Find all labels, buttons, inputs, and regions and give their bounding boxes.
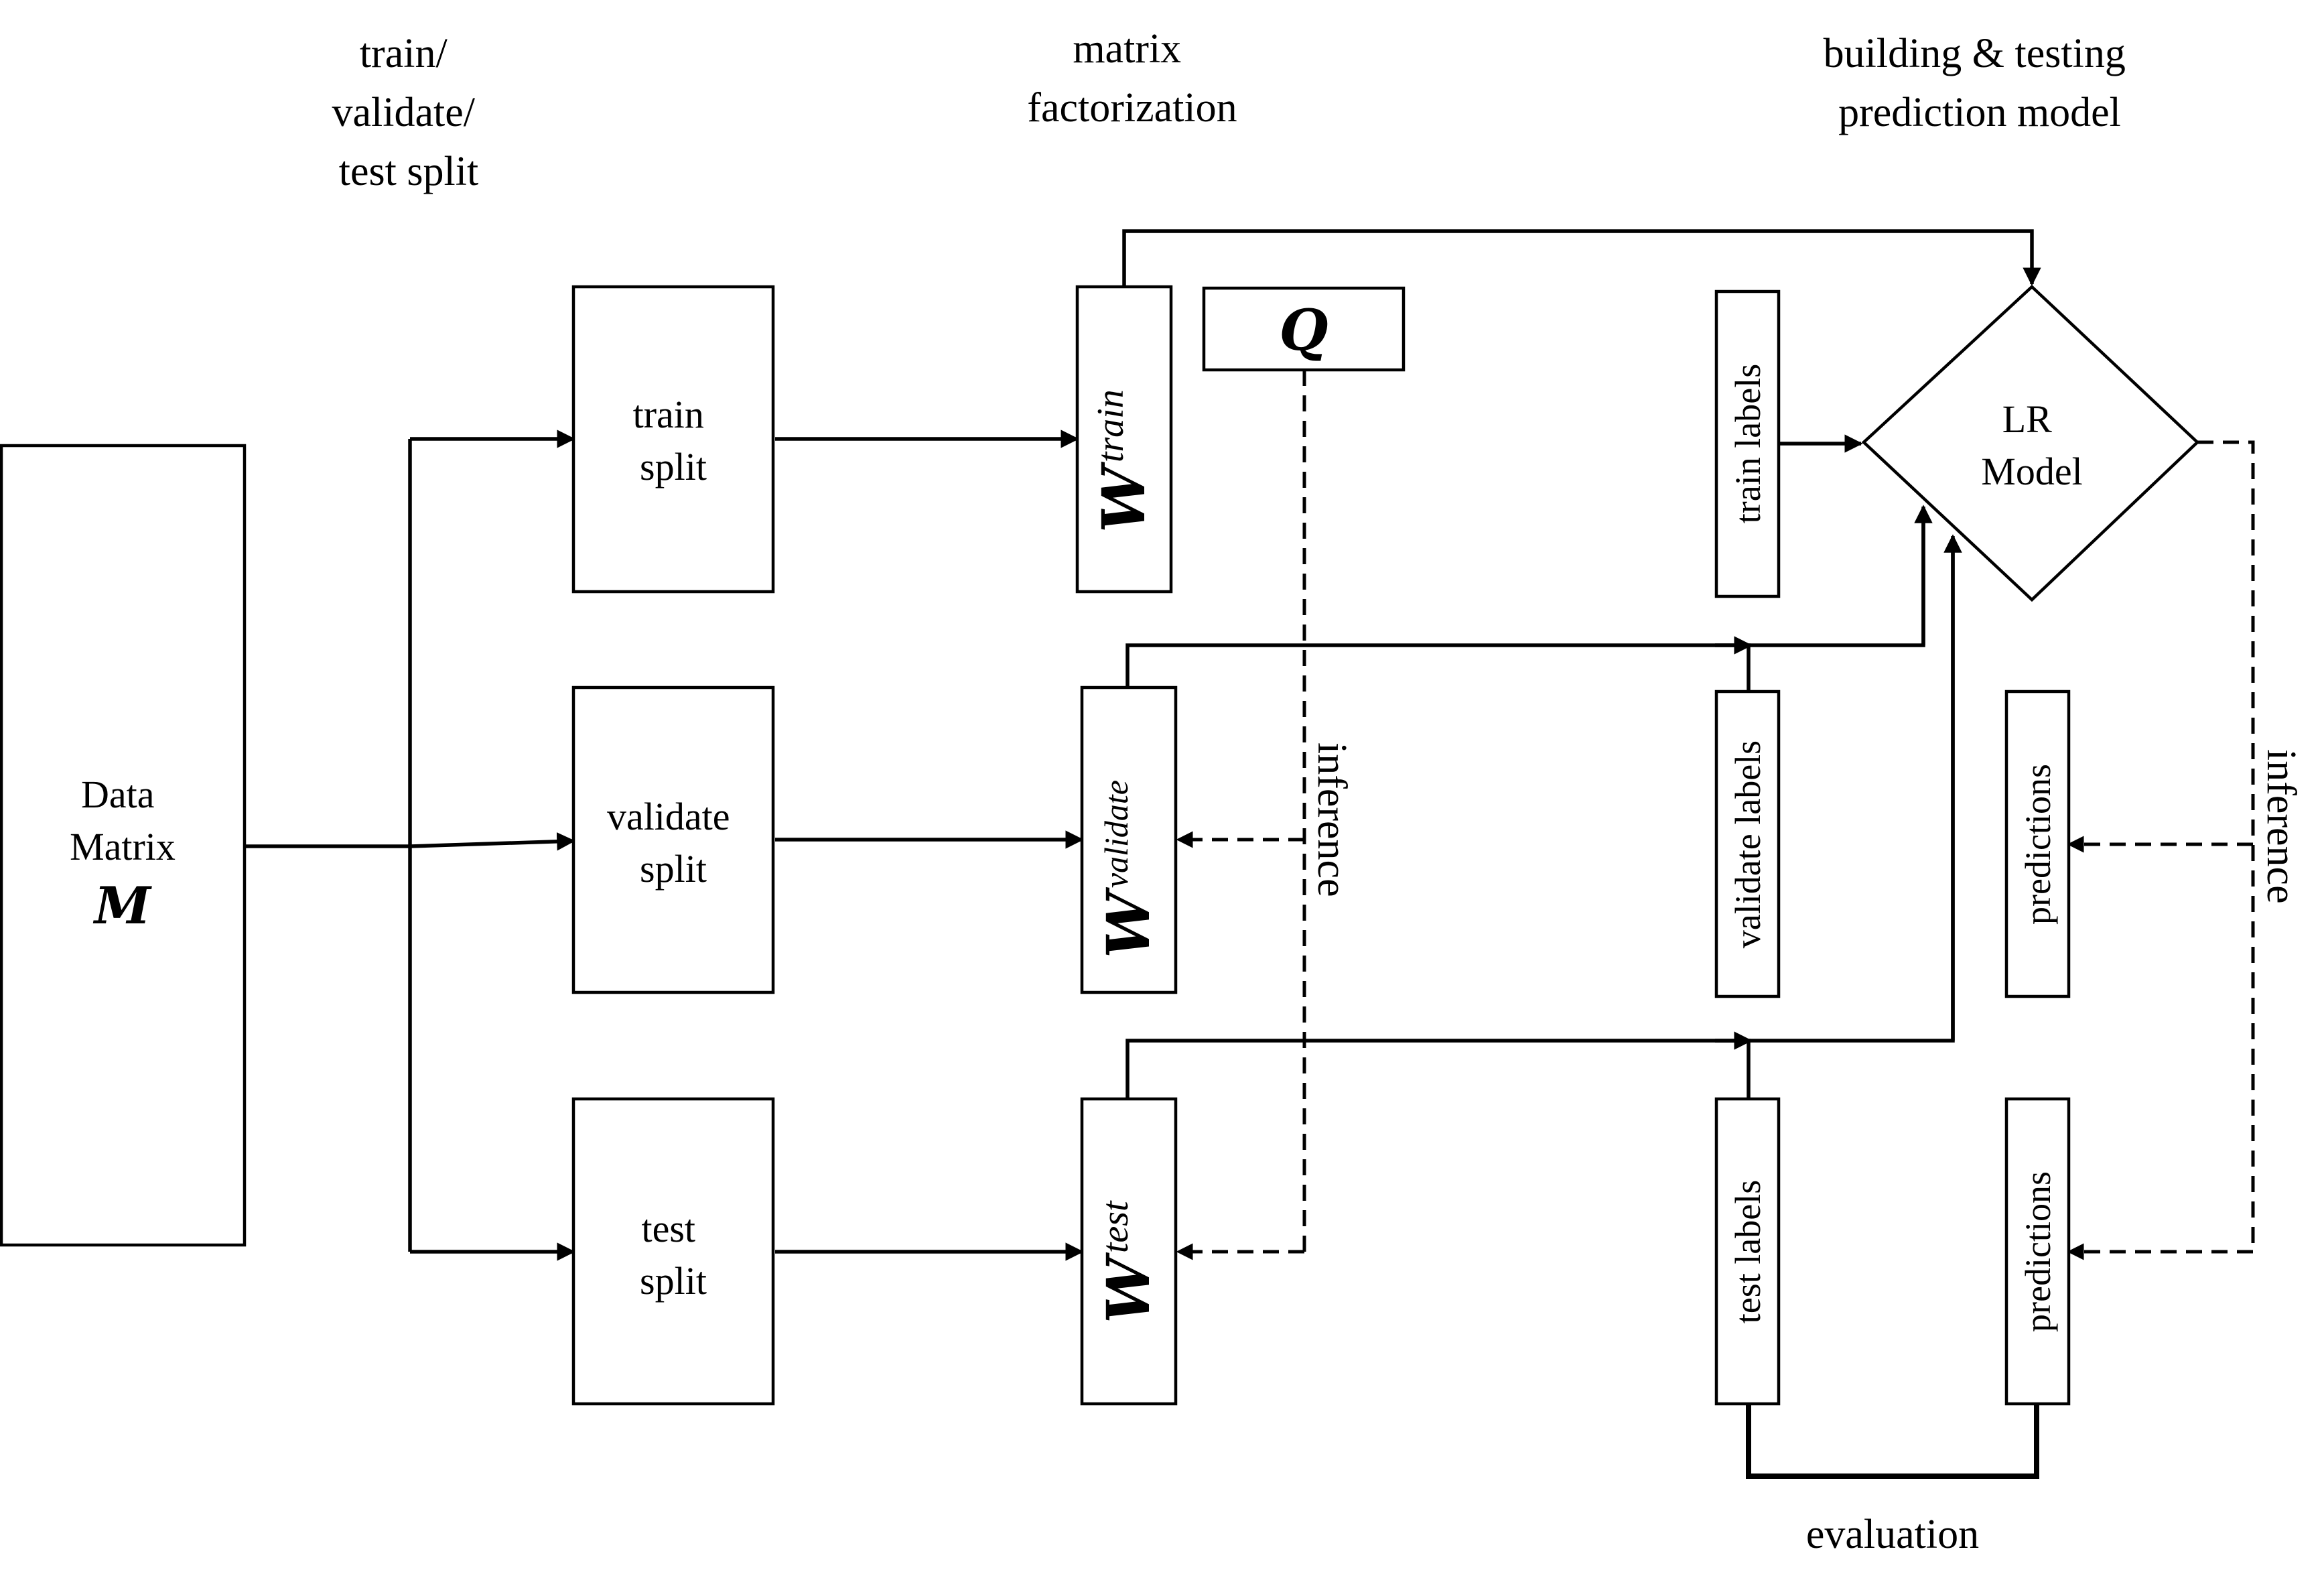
connectors xyxy=(245,229,2255,1479)
validate-labels-text: validate labels xyxy=(1728,740,1768,948)
test-split-line2: split xyxy=(640,1259,707,1303)
train-labels-box: train labels xyxy=(1714,289,1781,598)
svg-text:test split: test split xyxy=(640,1207,707,1303)
train-split-line2: split xyxy=(640,445,707,488)
predictions-validate-text: predictions xyxy=(2018,764,2058,925)
predictions-test-text: predictions xyxy=(2018,1171,2058,1332)
q-symbol: Q xyxy=(1279,297,1328,363)
w-train-box: Wtrain xyxy=(1075,285,1173,594)
test-labels-box: test labels xyxy=(1714,1097,1781,1406)
w-test-to-model-line xyxy=(1125,549,1955,1099)
svg-text:train split: train split xyxy=(633,393,714,488)
train-split-line1: train xyxy=(633,393,704,436)
q-box: Q xyxy=(1202,286,1406,372)
w-test-label: Wtest xyxy=(1093,1200,1163,1323)
test-split-box: test split xyxy=(571,1097,775,1406)
svg-text:validate split: validate split xyxy=(607,795,740,891)
w-validate-box: Wvalidate xyxy=(1080,685,1178,994)
header-matrix-factorization: matrix factorization xyxy=(1027,26,1237,131)
inference-label-left: inference xyxy=(1309,742,1355,897)
evaluation-label: evaluation xyxy=(1806,1512,1979,1557)
validate-split-line1: validate xyxy=(607,795,730,838)
w-train-label: Wtrain xyxy=(1089,389,1158,533)
validate-labels-box: validate labels xyxy=(1714,690,1781,998)
inference-label-right: inference xyxy=(2258,749,2304,904)
evaluation-connector xyxy=(1746,1404,2039,1479)
to-validate-split-arrow xyxy=(409,832,575,851)
lr-model-label: LR Model xyxy=(1981,397,2082,493)
header-prediction-model: building & testing prediction model xyxy=(1824,31,2136,135)
train-labels-text: train labels xyxy=(1728,364,1768,523)
lr-model-diamond: LR Model xyxy=(1861,284,2200,602)
predictions-validate-box: predictions xyxy=(2004,690,2071,998)
predictions-test-box: predictions xyxy=(2004,1097,2071,1406)
model-inference-dashed-line xyxy=(2197,440,2255,1252)
data-matrix-box: Data Matrix M xyxy=(0,444,247,1247)
w-test-box: Wtest xyxy=(1080,1097,1178,1406)
data-matrix-symbol: M xyxy=(92,876,152,935)
header-split: train/ validate/ test split xyxy=(332,31,486,194)
w-validate-label: Wvalidate xyxy=(1093,780,1163,958)
data-matrix-label: Data Matrix xyxy=(70,773,176,868)
validate-split-box: validate split xyxy=(571,685,775,994)
w-train-to-model-arrow xyxy=(1122,229,2041,287)
train-split-box: train split xyxy=(571,285,775,594)
test-split-line1: test xyxy=(641,1207,695,1250)
w-validate-to-model-line xyxy=(1125,509,1925,687)
validate-split-line2: split xyxy=(640,847,707,891)
test-labels-text: test labels xyxy=(1728,1180,1768,1323)
